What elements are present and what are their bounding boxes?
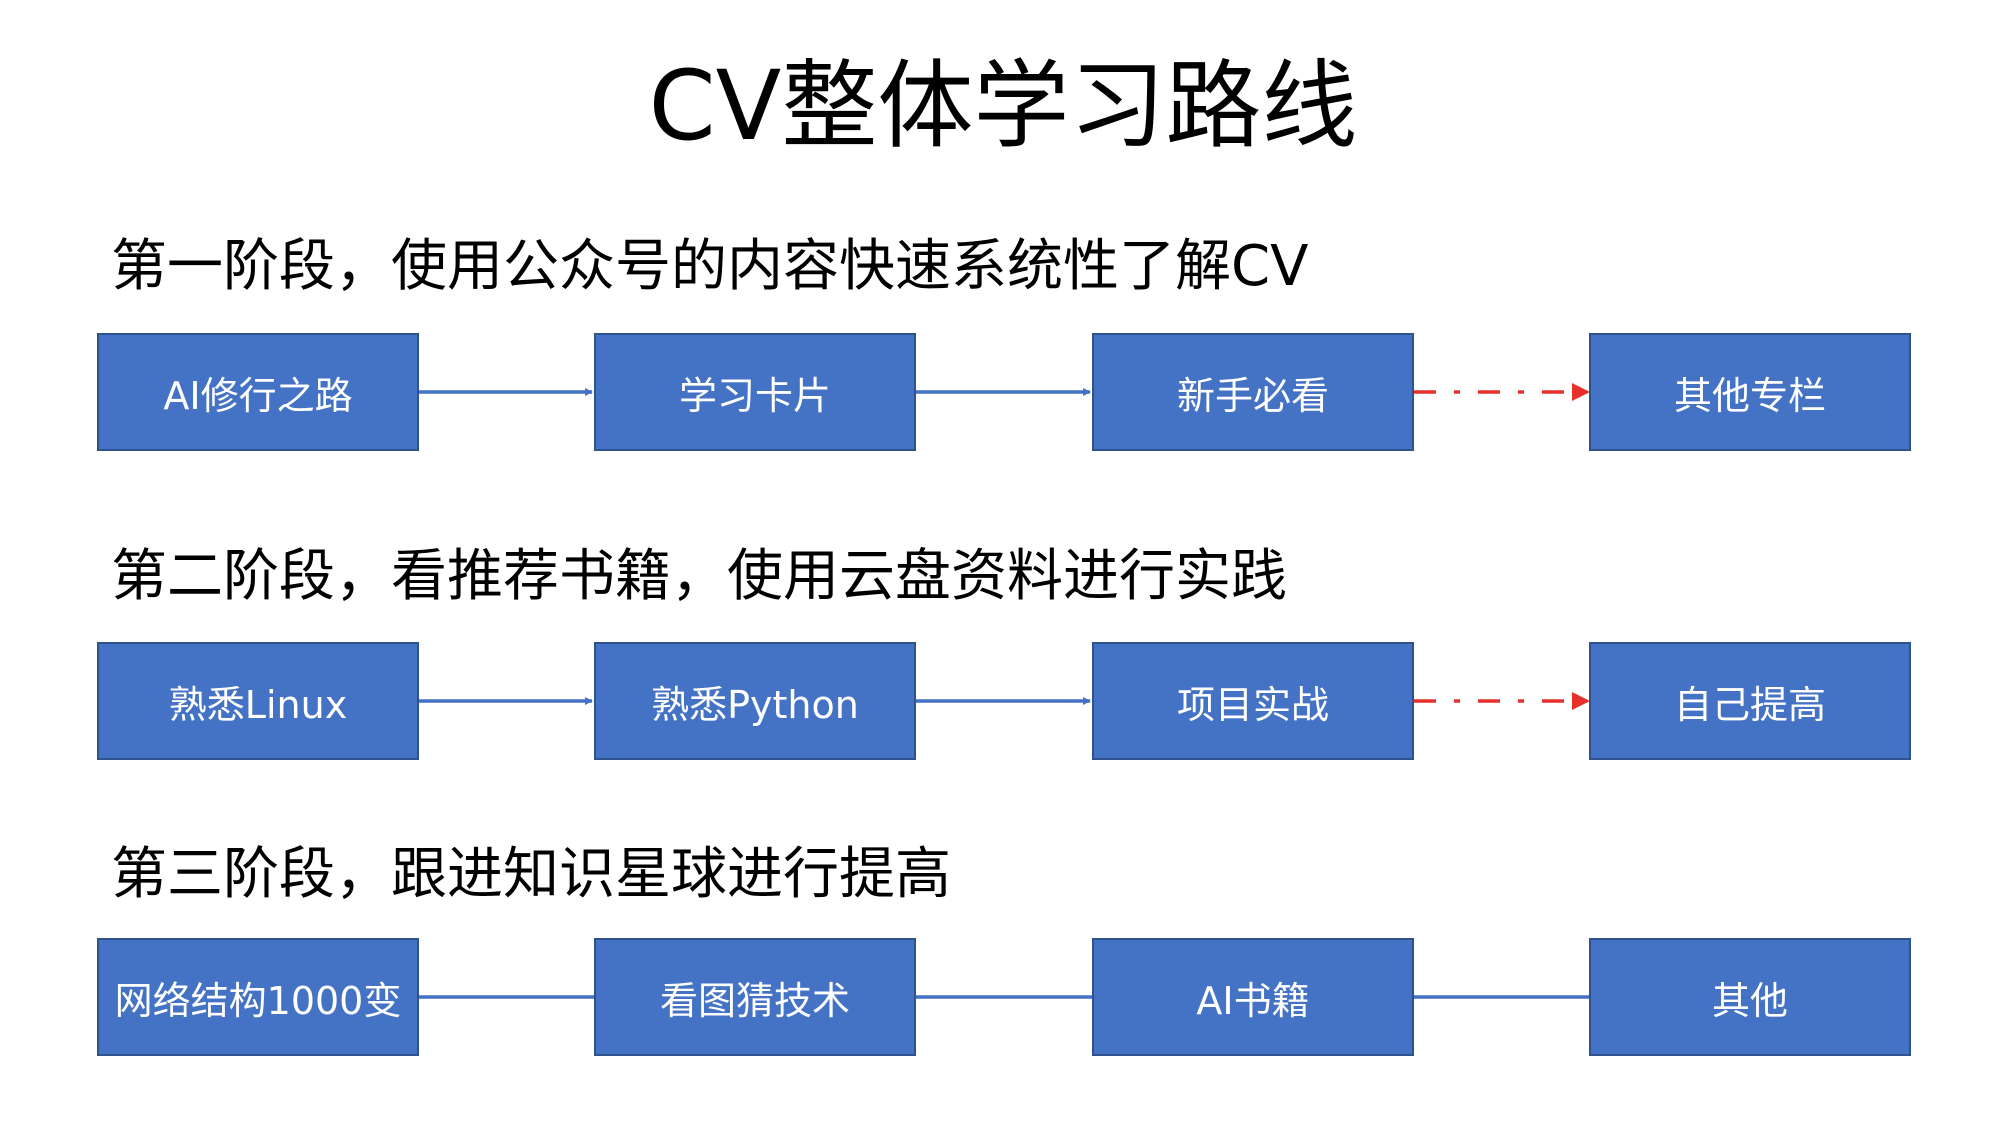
stage-2-step-1-box: 熟悉Linux [97,642,419,760]
stage-3-step-2-box: 看图猜技术 [594,938,916,1056]
stage-3-step-3-box: AI书籍 [1092,938,1414,1056]
stage-1-step-4-box: 其他专栏 [1589,333,1911,451]
stage-1-step-3-box: 新手必看 [1092,333,1414,451]
stage-3-heading: 第三阶段，跟进知识星球进行提高 [111,842,951,907]
stage-1-heading: 第一阶段，使用公众号的内容快速系统性了解CV [111,234,1309,299]
stage-2-heading: 第二阶段，看推荐书籍，使用云盘资料进行实践 [111,544,1287,609]
stage-1-step-2-box: 学习卡片 [594,333,916,451]
page-title: CV整体学习路线 [648,50,1358,162]
stage-2-step-3-box: 项目实战 [1092,642,1414,760]
stage-2-step-4-box: 自己提高 [1589,642,1911,760]
stage-3-step-1-box: 网络结构1000变 [97,938,419,1056]
stage-2-step-2-box: 熟悉Python [594,642,916,760]
stage-3-step-4-box: 其他 [1589,938,1911,1056]
stage-1-step-1-box: AI修行之路 [97,333,419,451]
